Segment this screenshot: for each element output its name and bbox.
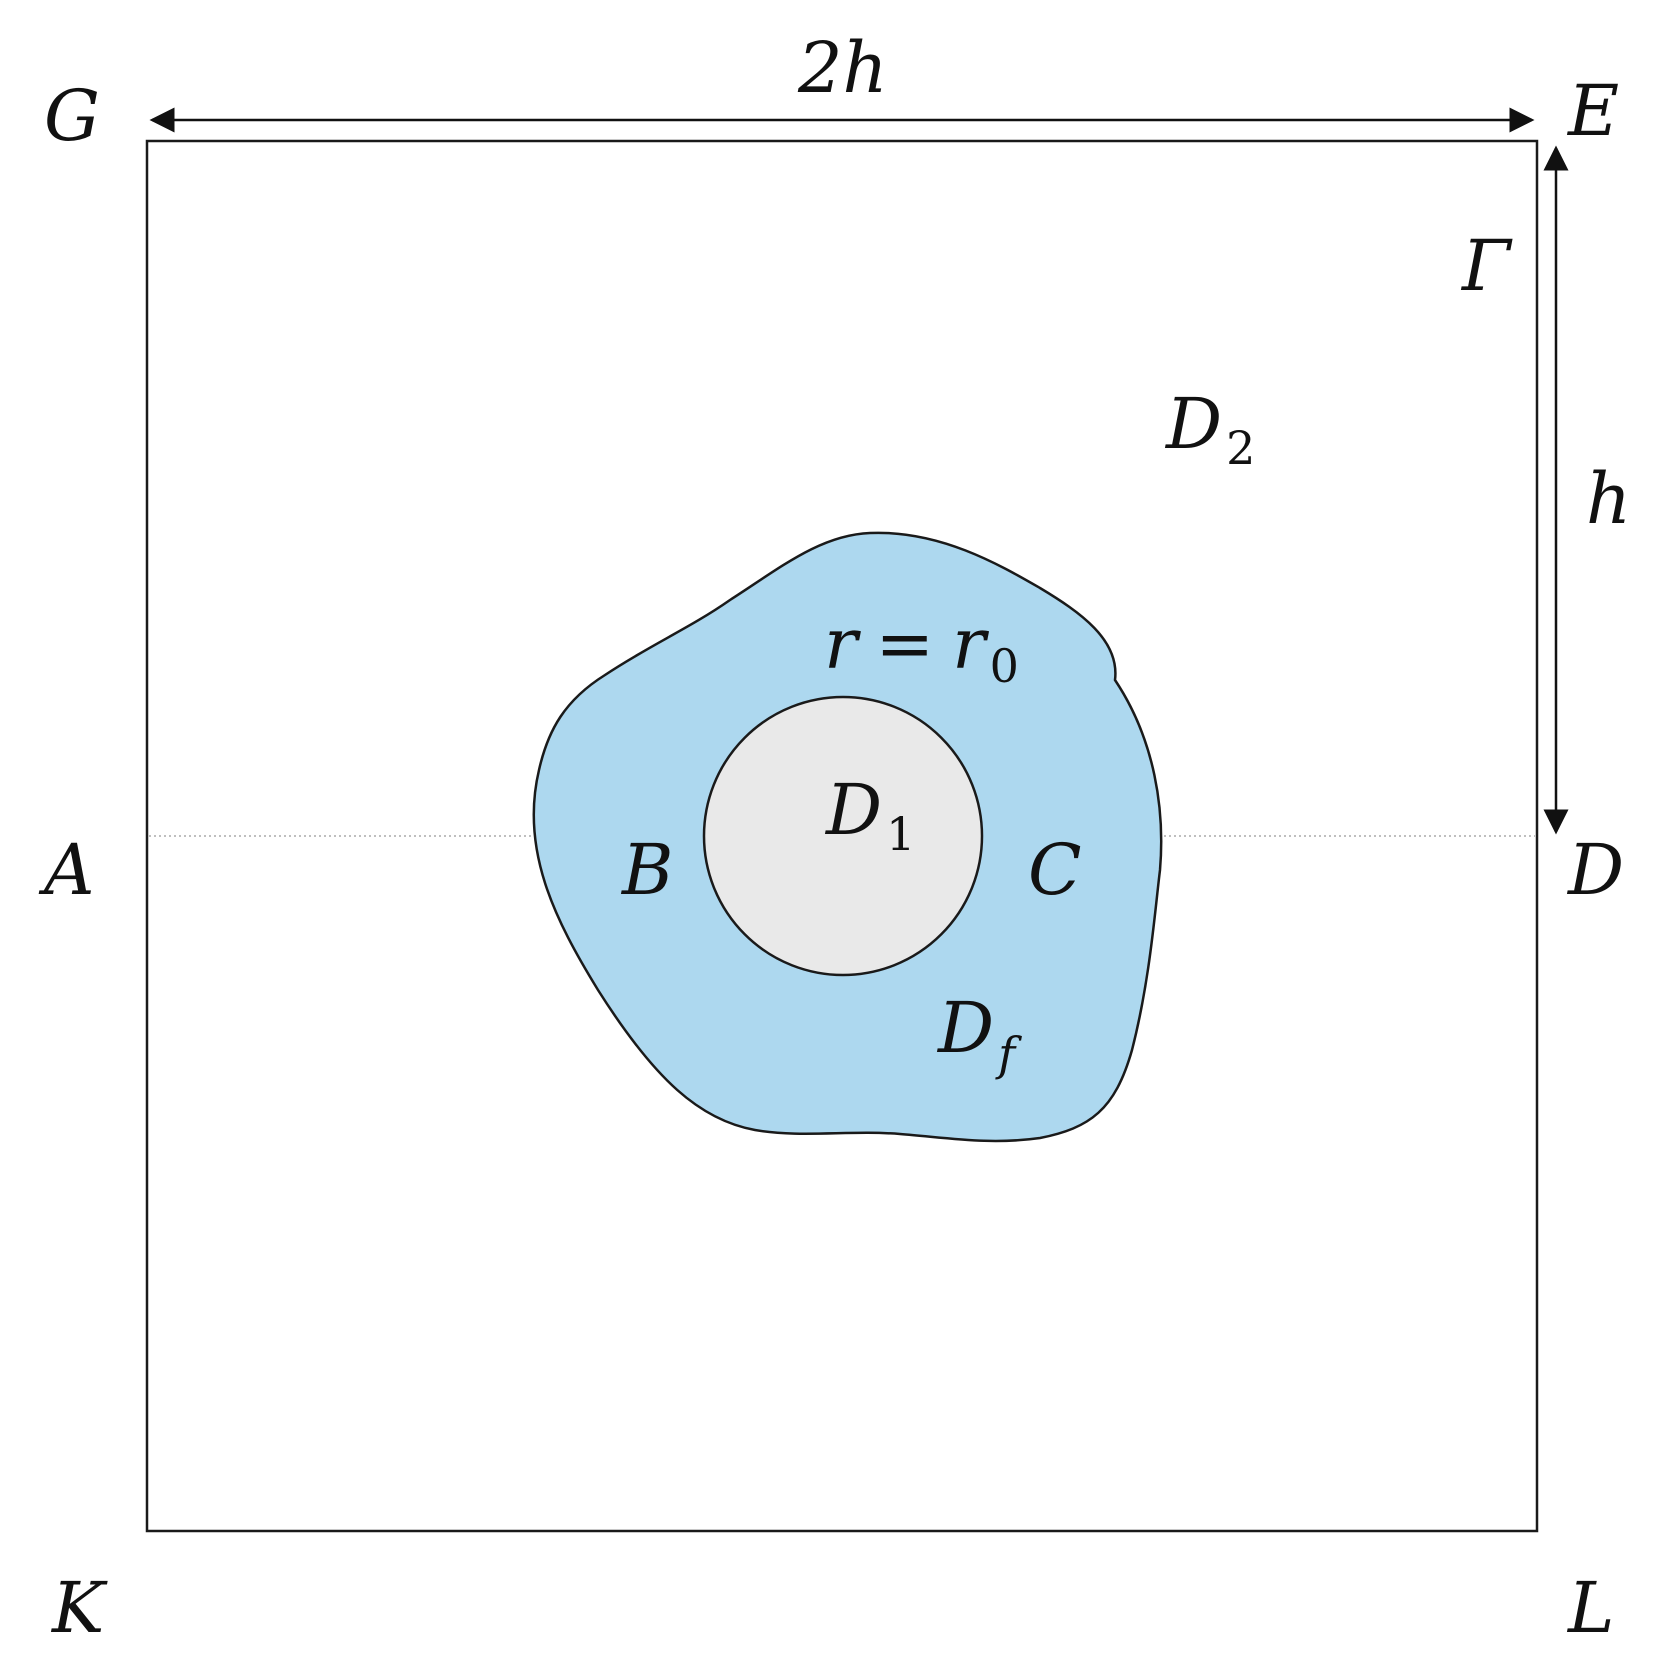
label-corner-k: K (50, 1567, 108, 1649)
label-radius-equals: = (875, 603, 934, 685)
label-region-d2: D 2 (1164, 383, 1255, 475)
label-height-h: h (1586, 458, 1631, 540)
label-point-c: C (1028, 829, 1082, 911)
inner-disk-region (702, 695, 984, 977)
label-d2-subscript: 2 (1226, 421, 1255, 475)
label-corner-g: G (44, 75, 100, 157)
label-d1-subscript: 1 (886, 807, 915, 861)
label-corner-l: L (1566, 1567, 1614, 1649)
label-point-a: A (38, 829, 95, 911)
label-d1-letter: D (824, 769, 882, 851)
label-radius-equation: r = r 0 (824, 603, 1019, 693)
label-df-letter: D (936, 987, 994, 1069)
label-width-2h: 2h (797, 27, 888, 109)
label-region-d1: D 1 (824, 769, 915, 861)
label-corner-e: E (1566, 70, 1619, 152)
label-point-d: D (1566, 829, 1624, 911)
label-radius-r0: r (952, 603, 989, 685)
label-point-b: B (620, 829, 673, 911)
label-boundary-gamma: Γ (1460, 225, 1513, 307)
label-radius-subscript: 0 (990, 639, 1019, 693)
outer-boundary (145, 139, 1539, 1533)
label-d2-letter: D (1164, 383, 1222, 465)
label-radius-r: r (824, 603, 861, 685)
